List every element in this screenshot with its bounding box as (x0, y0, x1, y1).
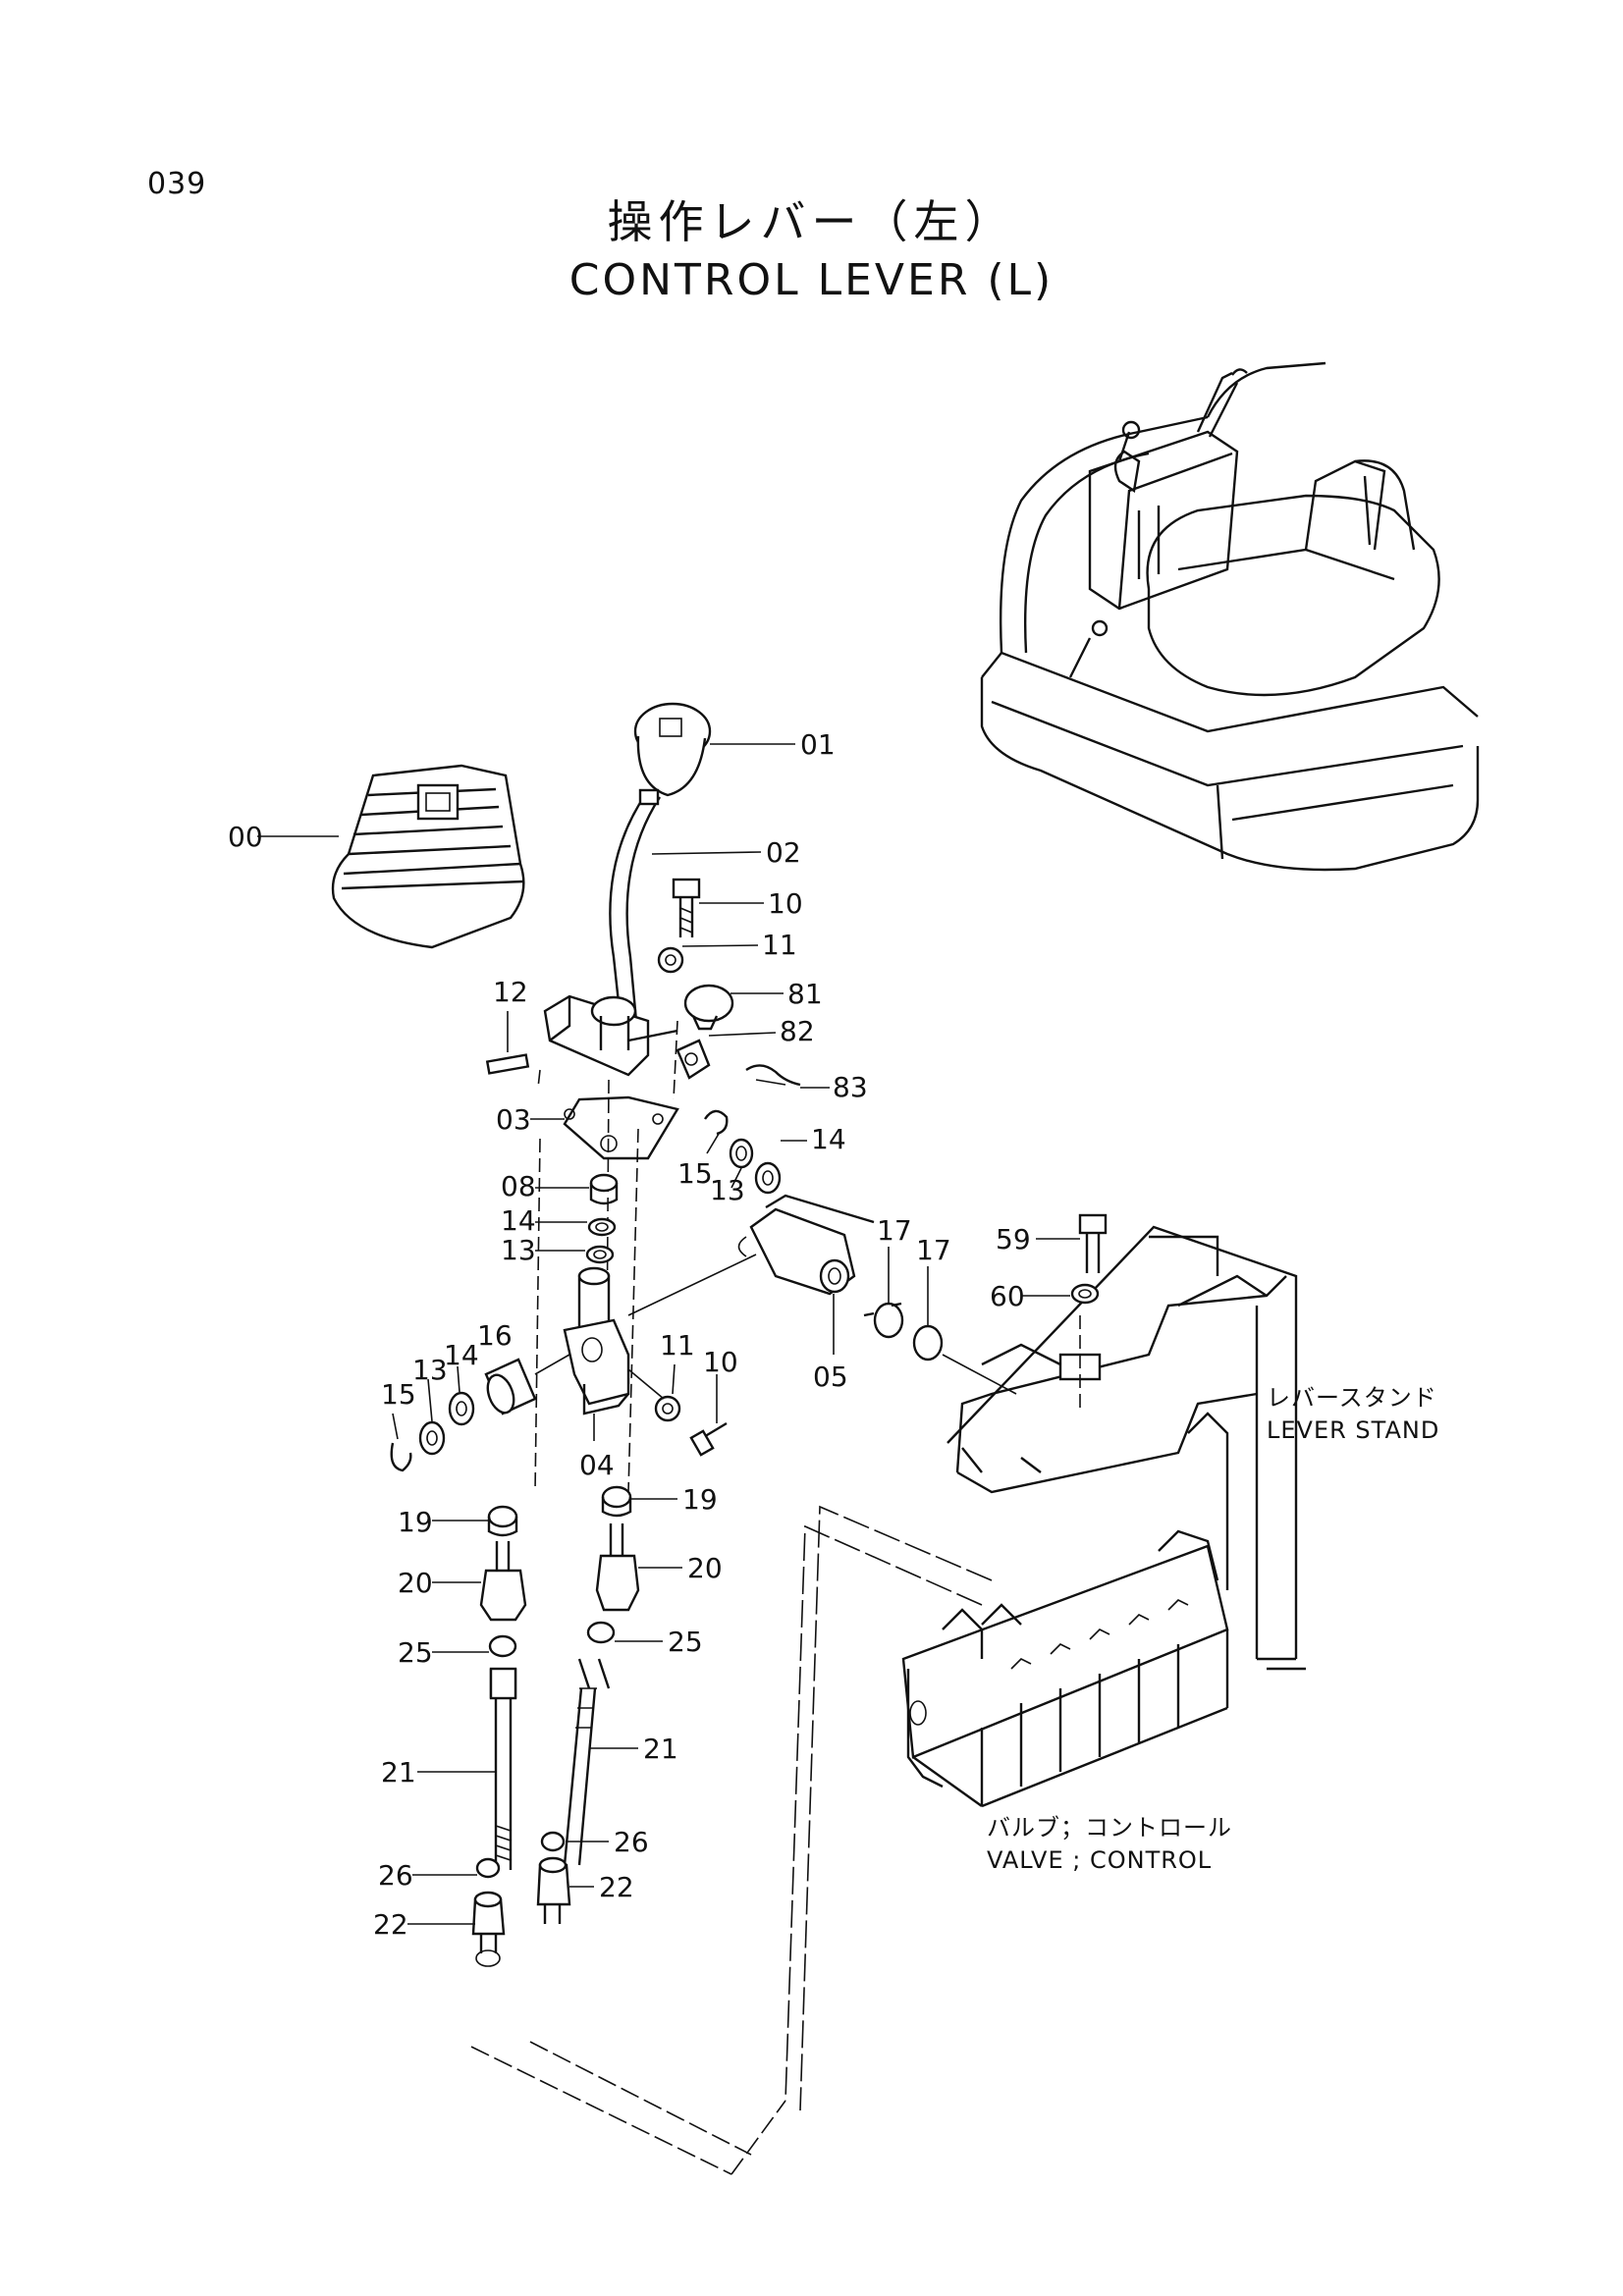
lever-stand-label-en: LEVER STAND (1267, 1416, 1439, 1444)
callout-00: 00 (228, 821, 263, 853)
callout-14-right: 14 (811, 1123, 846, 1155)
title-japanese: 操作レバー（左） (607, 195, 1016, 248)
control-valve-label-en: VALVE ; CONTROL (987, 1846, 1212, 1874)
assembly-line-to-stand (942, 1354, 1017, 1395)
title-english: CONTROL LEVER (L) (568, 255, 1055, 305)
callout-02: 02 (766, 836, 801, 869)
callout-25-left: 25 (398, 1636, 433, 1669)
part-16-collar-left (484, 1354, 570, 1415)
title-block: 操作レバー（左） CONTROL LEVER (L) (0, 191, 1623, 309)
callout-20-right: 20 (687, 1552, 723, 1584)
callout-10-upper: 10 (768, 887, 803, 920)
callout-17-right: 17 (916, 1234, 951, 1266)
callout-05: 05 (813, 1361, 848, 1393)
callout-21-right: 21 (643, 1733, 678, 1765)
part-81-adjust-knob (683, 984, 784, 1031)
callout-13-left: 13 (412, 1354, 448, 1386)
callout-14-left: 14 (444, 1339, 479, 1371)
lever-stand-illustration (947, 1225, 1306, 1671)
part-83-clip (745, 1064, 830, 1089)
part-14-washer-center (535, 1217, 617, 1237)
callout-13-right: 13 (710, 1174, 745, 1206)
linkage-outline-lines (470, 1505, 993, 2175)
callout-19-left: 19 (398, 1506, 433, 1538)
callout-22-right: 22 (599, 1871, 634, 1903)
callout-26-right: 26 (614, 1826, 649, 1858)
control-valve-label-jp: バルブ；コントロール (987, 1814, 1232, 1842)
part-00-rubber-boot (257, 764, 525, 949)
control-valve-illustration (901, 1529, 1229, 1808)
callout-20-left: 20 (398, 1567, 433, 1599)
callout-leader-lines-lower (407, 1498, 682, 1925)
callout-15-left: 15 (381, 1378, 416, 1411)
part-02-lever-rod (609, 788, 762, 1022)
callout-22-left: 22 (373, 1908, 408, 1941)
callout-08: 08 (501, 1170, 536, 1202)
part-12-pin (485, 1011, 530, 1075)
callout-19-right: 19 (682, 1483, 718, 1516)
callout-13-center: 13 (501, 1234, 536, 1266)
page-number: 039 (147, 167, 207, 201)
component-labels: レバースタンド LEVER STAND バルブ；コントロール VALVE ; C… (987, 1384, 1439, 1874)
callout-10-lower: 10 (703, 1346, 738, 1378)
right-linkage-column (536, 1485, 640, 1924)
callout-03: 03 (496, 1103, 531, 1136)
left-linkage-column (471, 1505, 527, 1967)
machine-overview-illustration (980, 361, 1480, 872)
callout-16: 16 (477, 1319, 513, 1352)
callout-26-left: 26 (378, 1859, 413, 1892)
part-13-washer-center (535, 1245, 615, 1264)
callout-25-right: 25 (668, 1626, 703, 1658)
callout-83: 83 (833, 1071, 868, 1103)
callout-82: 82 (780, 1015, 815, 1047)
callout-21-left: 21 (381, 1756, 416, 1789)
lever-stand-label-jp: レバースタンド (1267, 1384, 1437, 1412)
part-08-bushing (535, 1173, 619, 1205)
part-01-lever-knob (633, 702, 795, 797)
parts-11-10-lower-fasteners (627, 1363, 728, 1457)
callout-12: 12 (493, 976, 528, 1008)
callout-60: 60 (990, 1280, 1025, 1312)
callout-04: 04 (579, 1449, 615, 1481)
callout-59: 59 (996, 1223, 1031, 1255)
part-10-bolt-upper (672, 878, 764, 937)
callout-15-right: 15 (677, 1157, 713, 1190)
callout-11-lower: 11 (660, 1329, 695, 1362)
callout-17-left: 17 (877, 1214, 912, 1247)
part-05-shaft-bracket (737, 1194, 875, 1355)
parts-13-14-15-left-washers (390, 1365, 475, 1472)
part-11-nut-upper (657, 944, 759, 974)
callout-14-center: 14 (501, 1204, 536, 1237)
parts-59-60-stand-fasteners (1021, 1213, 1108, 1305)
part-04-lever-holder (563, 1254, 757, 1441)
callout-11-upper: 11 (762, 929, 797, 961)
part-82-collar (676, 1032, 777, 1080)
part-17-bushings (863, 1247, 944, 1362)
lever-base-bracket-assembly (543, 994, 678, 1077)
callout-01: 01 (800, 728, 836, 761)
callout-81: 81 (787, 978, 823, 1010)
part-03-plate (530, 1095, 679, 1160)
parts-15-13-14-right-washers (704, 1109, 807, 1195)
callout-labels: 01 00 02 10 11 81 12 82 83 03 14 15 13 0… (228, 728, 1031, 1941)
